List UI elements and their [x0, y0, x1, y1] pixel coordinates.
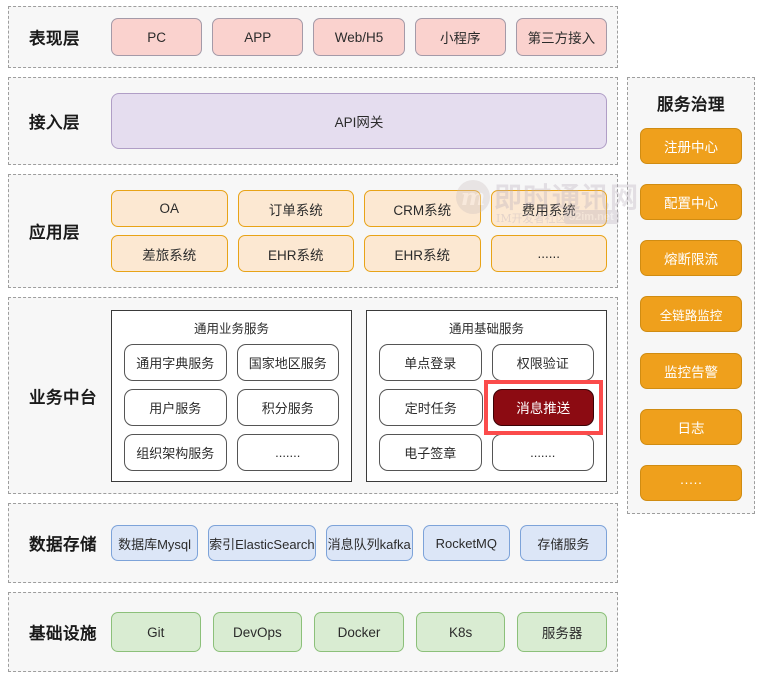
application-row-2: 差旅系统 EHR系统 EHR系统 ...... — [111, 235, 607, 272]
node-single-sign-on[interactable]: 单点登录 — [379, 343, 482, 381]
node-oa[interactable]: OA — [111, 190, 228, 227]
layer-label-application: 应用层 — [29, 224, 80, 242]
node-expense-system[interactable]: 费用系统 — [490, 190, 607, 227]
panel-title-common-basic: 通用基础服务 — [448, 321, 524, 336]
node-pc[interactable]: PC — [111, 18, 203, 56]
layer-body-application: OA 订单系统 CRM系统 费用系统 差旅系统 EHR系统 EHR系统 ....… — [111, 190, 607, 272]
node-circuit-breaker-rate-limit[interactable]: 熔断限流 — [640, 240, 742, 277]
service-governance-list: 注册中心 配置中心 熔断限流 全链路监控 监控告警 日志 ····· — [640, 128, 742, 501]
node-message-push[interactable]: 消息推送 — [492, 388, 594, 426]
panel-common-business-services: 通用业务服务 通用字典服务 国家地区服务 用户服务 积分服务 组织架构服务 .. — [111, 309, 352, 482]
node-server[interactable]: 服务器 — [517, 612, 607, 652]
layer-body-infrastructure: Git DevOps Docker K8s 服务器 — [111, 612, 607, 652]
node-org-structure-service[interactable]: 组织架构服务 — [124, 433, 227, 471]
layer-label-presentation: 表现层 — [29, 30, 80, 48]
node-git[interactable]: Git — [111, 612, 201, 652]
layer-access: 接入层 API网关 m 即时通讯网 IM开发者社区 52im.net — [8, 77, 638, 225]
highlight-wrapper-message-push: 消息推送 — [483, 379, 603, 435]
node-miniprogram[interactable]: 小程序 — [414, 18, 506, 56]
service-governance-title: 服务治理 — [657, 96, 725, 114]
panel-grid-common-basic: 单点登录 权限验证 定时任务 消息推送 电子签章 .... — [379, 343, 603, 471]
layer-application: 应用层 OA 订单系统 CRM系统 费用系统 差旅系统 EHR系统 EHR系统 … — [8, 174, 618, 288]
node-order-system[interactable]: 订单系统 — [237, 190, 354, 227]
node-travel-system[interactable]: 差旅系统 — [111, 235, 228, 272]
service-row: 通用字典服务 国家地区服务 — [124, 343, 339, 381]
layer-label-data-storage: 数据存储 — [29, 536, 97, 554]
node-docker[interactable]: Docker — [314, 612, 404, 652]
layer-body-access: API网关 — [111, 93, 607, 149]
node-common-basic-more[interactable]: ....... — [491, 433, 594, 471]
layer-label-infrastructure: 基础设施 — [29, 625, 97, 643]
layer-data-storage: 数据存储 数据库Mysql 索引ElasticSearch 消息队列kafka … — [8, 503, 618, 583]
node-rocketmq[interactable]: RocketMQ — [422, 525, 510, 561]
node-application-more[interactable]: ...... — [490, 235, 607, 272]
service-row: 组织架构服务 ....... — [124, 433, 339, 471]
node-database-mysql[interactable]: 数据库Mysql — [111, 525, 199, 561]
service-row: 单点登录 权限验证 — [379, 343, 594, 381]
node-country-region-service[interactable]: 国家地区服务 — [236, 343, 339, 381]
panel-common-basic-services: 通用基础服务 单点登录 权限验证 定时任务 消息推送 — [366, 309, 607, 482]
node-monitoring-alarm[interactable]: 监控告警 — [640, 352, 742, 389]
main-layers-column: 表现层 PC APP Web/H5 小程序 第三方接入 接入层 API网关 m … — [8, 6, 638, 688]
service-row: 电子签章 ....... — [379, 433, 594, 471]
node-index-elasticsearch[interactable]: 索引ElasticSearch — [208, 525, 316, 561]
service-row: 用户服务 积分服务 — [124, 388, 339, 426]
layer-presentation: 表现层 PC APP Web/H5 小程序 第三方接入 — [8, 6, 618, 68]
layer-business-middle-platform: 业务中台 通用业务服务 通用字典服务 国家地区服务 用户服务 积分服务 — [8, 297, 618, 494]
node-ehr-system-2[interactable]: EHR系统 — [364, 235, 481, 272]
node-storage-service[interactable]: 存储服务 — [519, 525, 607, 561]
node-permission-verification[interactable]: 权限验证 — [491, 343, 594, 381]
node-devops[interactable]: DevOps — [212, 612, 303, 652]
node-api-gateway[interactable]: API网关 — [111, 93, 607, 149]
node-third-party-access[interactable]: 第三方接入 — [515, 18, 608, 56]
layer-body-data-storage: 数据库Mysql 索引ElasticSearch 消息队列kafka Rocke… — [111, 525, 607, 561]
node-config-center[interactable]: 配置中心 — [640, 184, 742, 221]
node-web-h5[interactable]: Web/H5 — [313, 18, 405, 56]
node-ehr-system-1[interactable]: EHR系统 — [237, 235, 354, 272]
node-user-service[interactable]: 用户服务 — [124, 388, 227, 426]
node-common-dictionary-service[interactable]: 通用字典服务 — [124, 343, 227, 381]
service-row: 定时任务 消息推送 — [379, 379, 603, 435]
layer-label-access: 接入层 — [29, 114, 80, 132]
layer-label-business-middle: 业务中台 — [29, 388, 97, 407]
application-row-1: OA 订单系统 CRM系统 费用系统 — [111, 190, 607, 227]
node-crm-system[interactable]: CRM系统 — [364, 190, 481, 227]
layer-body-presentation: PC APP Web/H5 小程序 第三方接入 — [111, 18, 608, 56]
layer-infrastructure: 基础设施 Git DevOps Docker K8s 服务器 — [8, 592, 618, 672]
node-governance-more[interactable]: ····· — [640, 464, 742, 501]
panel-title-common-business: 通用业务服务 — [193, 321, 269, 336]
node-registry-center[interactable]: 注册中心 — [640, 128, 742, 164]
node-log[interactable]: 日志 — [640, 408, 742, 445]
node-full-link-monitoring[interactable]: 全链路监控 — [640, 296, 742, 333]
service-governance-panel: 服务治理 注册中心 配置中心 熔断限流 全链路监控 监控告警 日志 ····· — [627, 77, 755, 514]
node-message-queue-kafka[interactable]: 消息队列kafka — [325, 525, 413, 561]
panel-grid-common-business: 通用字典服务 国家地区服务 用户服务 积分服务 组织架构服务 ....... — [124, 343, 339, 471]
node-electronic-signature[interactable]: 电子签章 — [379, 433, 482, 471]
node-app[interactable]: APP — [212, 18, 304, 56]
node-common-business-more[interactable]: ....... — [236, 433, 339, 471]
node-scheduled-task[interactable]: 定时任务 — [379, 388, 483, 426]
layer-body-business-middle: 通用业务服务 通用字典服务 国家地区服务 用户服务 积分服务 组织架构服务 .. — [111, 309, 607, 482]
node-k8s[interactable]: K8s — [415, 612, 506, 652]
node-points-service[interactable]: 积分服务 — [236, 388, 339, 426]
